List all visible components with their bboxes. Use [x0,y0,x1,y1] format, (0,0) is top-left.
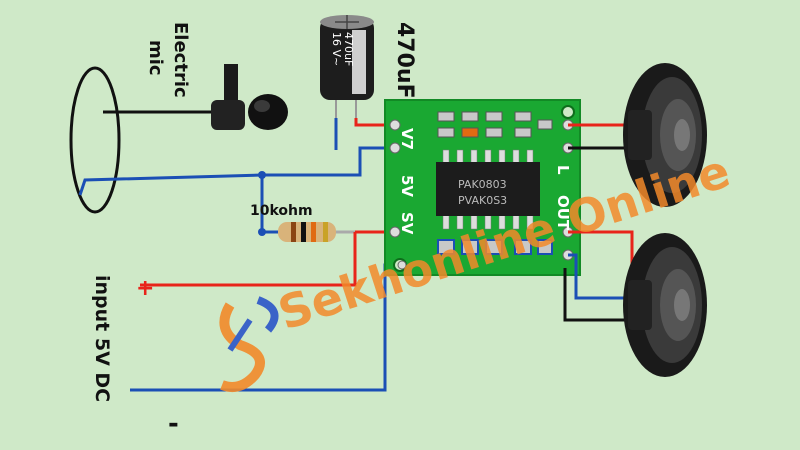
microphone-icon [69,64,288,214]
pin-label-sv: SV [398,212,416,235]
watermark-logo [219,296,279,392]
electric-mic-label-line2: mic [145,40,166,76]
resistor-icon [278,222,336,242]
junction-dot [258,228,266,236]
resistor-value-label: 10kohm [250,203,313,219]
speaker2-wire-blue [568,253,632,300]
amplifier-board [384,99,581,276]
mic-wire-blue [78,146,392,196]
pin-label-5v: 5V [398,175,416,197]
speaker2-wire-black [563,268,632,322]
pin-label-out: OUT [554,195,572,231]
capacitor-icon [320,15,374,118]
plus-sign: + [136,276,154,301]
speaker-icon [623,233,707,377]
amplifier-chip [436,162,540,216]
pin-label-v7: V7 [398,128,416,150]
capacitor-body-label-2: 16 V~ [330,32,343,66]
capacitor-body-label-1: 470uF [342,32,355,66]
chip-label-2: PVAK0S3 [458,194,507,207]
junction-dot [258,171,266,179]
input-voltage-label: input 5V DC [91,275,113,402]
pin-label-l: L [554,165,572,175]
capacitor-value-label: 470uF [392,22,417,99]
electric-mic-label-line1: Electric [170,22,191,98]
minus-sign: - [168,409,179,439]
speaker-icon [623,63,707,207]
chip-label-1: PAK0803 [458,178,507,191]
power-wire-red [140,232,357,287]
cap-wire-red [354,118,392,127]
